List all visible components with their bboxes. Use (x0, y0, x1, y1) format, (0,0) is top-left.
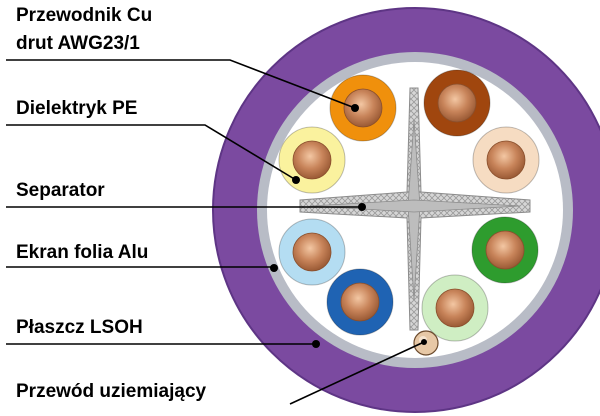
wire-pairs (278, 69, 540, 342)
leader-dot-conductor (351, 104, 359, 112)
wire-white-brown (472, 126, 540, 194)
wire-green (471, 216, 539, 284)
label-foil-screen: Ekran folia Alu (16, 242, 148, 263)
wire-white-green (421, 274, 489, 342)
leader-dot-foil (270, 264, 278, 272)
wire-copper-conductor (435, 288, 475, 328)
leader-dot-dielectric (292, 176, 300, 184)
wire-white-orange (278, 126, 346, 194)
leader-dot-sheath (312, 340, 320, 348)
wire-orange (329, 74, 397, 142)
leader-dot-drain (421, 339, 427, 345)
wire-copper-conductor (486, 140, 526, 180)
wire-copper-conductor (292, 232, 332, 272)
wire-copper-conductor (340, 282, 380, 322)
label-sheath: Płaszcz LSOH (16, 317, 143, 338)
label-drain-wire: Przewód uziemiający (16, 381, 207, 402)
wire-blue (326, 268, 394, 336)
wire-white-blue (278, 218, 346, 286)
label-conductor-line1: Przewodnik Cu (16, 5, 152, 26)
wire-copper-conductor (485, 230, 525, 270)
wire-brown (423, 69, 491, 137)
wire-copper-conductor (343, 88, 383, 128)
label-dielectric: Dielektryk PE (16, 98, 137, 119)
label-conductor-line2: drut AWG23/1 (16, 33, 140, 54)
leader-conductor (6, 59, 356, 109)
leader-dielectric (6, 124, 297, 181)
leader-lines (6, 59, 427, 405)
leader-dot-separator (358, 203, 366, 211)
leader-drain (289, 341, 425, 405)
wire-copper-conductor (437, 83, 477, 123)
wire-copper-conductor (292, 140, 332, 180)
label-separator: Separator (16, 180, 105, 201)
